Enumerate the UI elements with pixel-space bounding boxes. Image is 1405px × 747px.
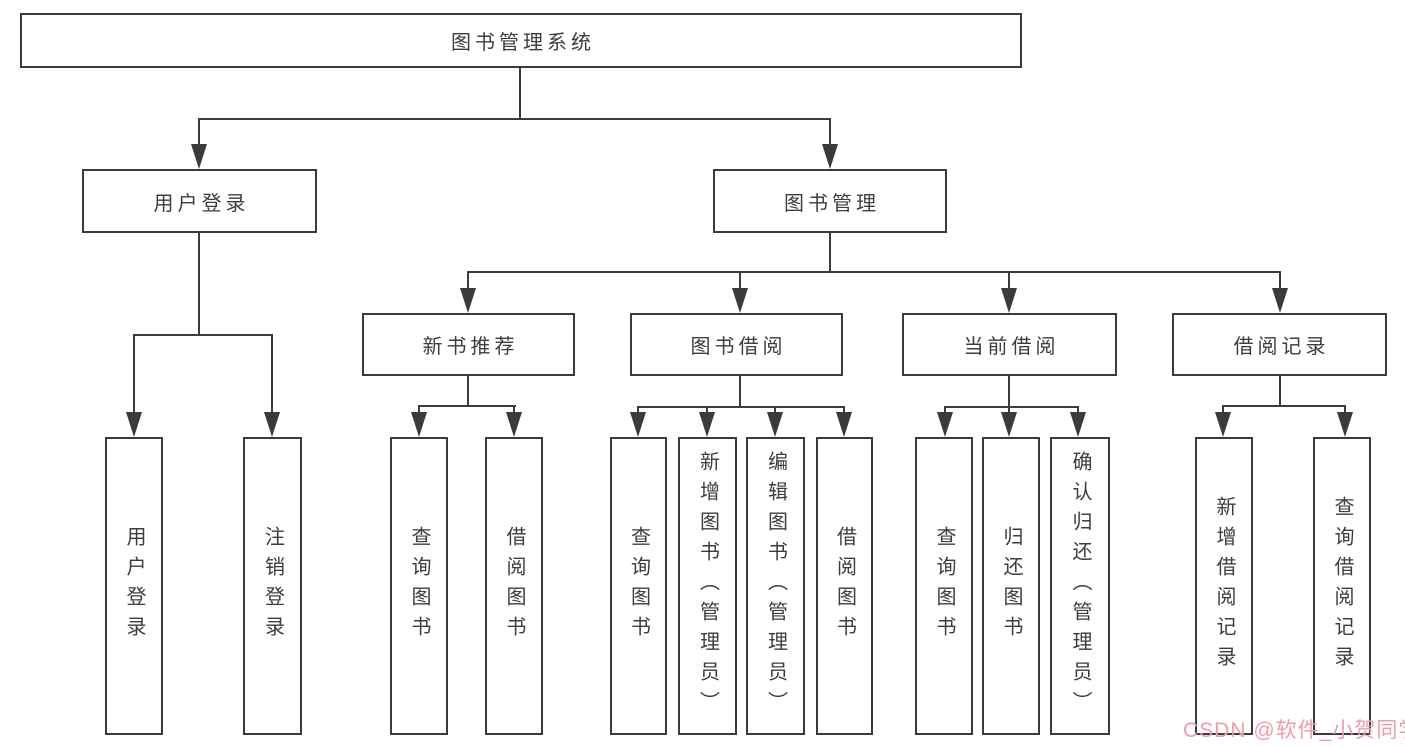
connector-line [1008, 376, 1010, 408]
connector-line [198, 118, 831, 120]
connector-line [133, 334, 135, 414]
connector-line [739, 376, 741, 408]
connector-line [198, 118, 200, 148]
leaf-borrow-books: 借阅图书 [816, 437, 873, 735]
leaf-confirm-return-admin-label: 确认归还（管理员） [1069, 451, 1091, 721]
arrow-down-icon [1272, 288, 1288, 313]
leaf-add-books-admin: 新增图书（管理员） [678, 437, 737, 735]
arrow-down-icon [1001, 288, 1017, 313]
arrow-down-icon [732, 288, 748, 313]
leaf-add-borrow-record: 新增借阅记录 [1195, 437, 1253, 735]
arrow-down-icon [411, 412, 427, 437]
node-current-borrow: 当前借阅 [902, 313, 1117, 376]
node-new-book-recommend-label: 新书推荐 [422, 336, 519, 358]
node-borrow-record-label: 借阅记录 [1233, 336, 1330, 358]
node-new-book-recommend: 新书推荐 [362, 313, 575, 376]
connector-line [133, 334, 273, 336]
arrow-down-icon [191, 144, 207, 169]
arrow-down-icon [937, 412, 953, 437]
arrow-down-icon [836, 412, 852, 437]
leaf-logout-label: 注销登录 [261, 526, 284, 646]
connector-line [944, 406, 946, 414]
leaf-user-login-label: 用户登录 [123, 526, 145, 646]
connector-line [1279, 376, 1281, 407]
connector-line [271, 334, 273, 414]
arrow-down-icon [822, 144, 838, 169]
leaf-query-books-recommend-label: 查询图书 [408, 526, 430, 646]
leaf-query-borrow-record: 查询借阅记录 [1313, 437, 1371, 735]
leaf-add-books-admin-label: 新增图书（管理员） [696, 451, 719, 721]
node-root-label: 图书管理系统 [451, 32, 595, 54]
connector-line [1077, 406, 1079, 414]
node-user-login: 用户登录 [82, 169, 317, 233]
node-borrow-record: 借阅记录 [1172, 313, 1387, 376]
connector-line [1222, 405, 1224, 414]
csdn-watermark: CSDN @软件_小贺同学 [1183, 719, 1405, 742]
connector-line [1222, 405, 1346, 407]
connector-line [1344, 405, 1346, 414]
connector-line [739, 271, 741, 290]
connector-line [1008, 406, 1010, 414]
connector-line [467, 271, 469, 290]
connector-line [418, 405, 516, 407]
leaf-return-books-label: 归还图书 [1000, 526, 1022, 646]
connector-line [513, 405, 515, 414]
leaf-edit-books-admin-label: 编辑图书（管理员） [764, 451, 787, 721]
leaf-borrow-books-recommend: 借阅图书 [485, 437, 543, 735]
connector-line [467, 376, 469, 407]
leaf-logout: 注销登录 [243, 437, 302, 735]
leaf-borrow-books-label: 借阅图书 [833, 526, 856, 646]
node-book-management-label: 图书管理 [784, 192, 880, 215]
connector-line [829, 118, 831, 148]
leaf-add-borrow-record-label: 新增借阅记录 [1213, 496, 1235, 676]
leaf-query-books-borrow-label: 查询图书 [627, 526, 650, 646]
arrow-down-icon [767, 412, 783, 437]
connector-line [467, 271, 1281, 273]
connector-line [774, 406, 776, 414]
connector-line [637, 406, 845, 408]
node-book-borrow-label: 图书借阅 [690, 336, 787, 358]
connector-line [519, 68, 521, 120]
arrow-down-icon [630, 412, 646, 437]
arrow-down-icon [699, 412, 715, 437]
arrow-down-icon [506, 412, 522, 437]
arrow-down-icon [460, 288, 476, 313]
arrow-down-icon [1215, 412, 1231, 437]
connector-line [843, 406, 845, 414]
leaf-query-books-current: 查询图书 [915, 437, 973, 735]
arrow-down-icon [1337, 412, 1353, 437]
node-book-borrow: 图书借阅 [630, 313, 843, 376]
leaf-return-books: 归还图书 [982, 437, 1040, 735]
arrow-down-icon [1001, 412, 1017, 437]
connector-line [637, 406, 639, 414]
node-root-system: 图书管理系统 [20, 13, 1022, 68]
connector-line [706, 406, 708, 414]
leaf-query-borrow-record-label: 查询借阅记录 [1331, 496, 1353, 676]
arrow-down-icon [264, 412, 280, 437]
connector-line [418, 405, 420, 414]
connector-line [944, 406, 1079, 408]
leaf-edit-books-admin: 编辑图书（管理员） [746, 437, 805, 735]
node-current-borrow-label: 当前借阅 [963, 336, 1060, 358]
leaf-query-books-borrow: 查询图书 [610, 437, 667, 735]
connector-line [198, 233, 200, 336]
node-book-management: 图书管理 [713, 169, 947, 233]
connector-line [1279, 271, 1281, 290]
arrow-down-icon [126, 412, 142, 437]
leaf-confirm-return-admin: 确认归还（管理员） [1050, 437, 1110, 735]
node-user-login-label: 用户登录 [153, 192, 250, 215]
connector-line [829, 233, 831, 273]
arrow-down-icon [1070, 412, 1086, 437]
leaf-query-books-recommend: 查询图书 [390, 437, 448, 735]
connector-line [1008, 271, 1010, 290]
leaf-query-books-current-label: 查询图书 [933, 526, 955, 646]
leaf-borrow-books-recommend-label: 借阅图书 [503, 526, 525, 646]
leaf-user-login: 用户登录 [105, 437, 163, 735]
